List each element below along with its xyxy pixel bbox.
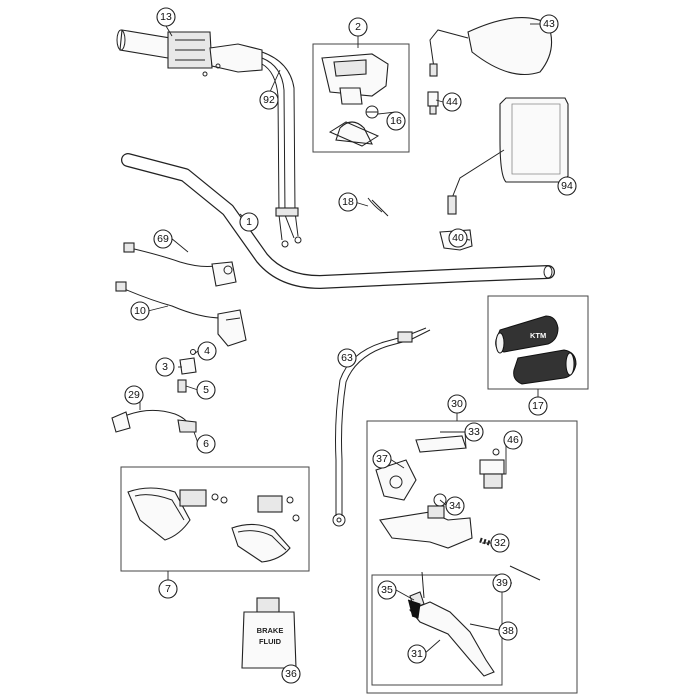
callout-39: 39 (492, 573, 512, 593)
svg-text:63: 63 (341, 352, 353, 364)
callout-4: 4 (197, 341, 217, 361)
svg-text:1: 1 (246, 216, 252, 228)
svg-text:29: 29 (128, 389, 140, 401)
svg-text:43: 43 (543, 18, 555, 30)
callout-30: 30 (447, 394, 467, 414)
callout-32: 32 (490, 533, 510, 553)
bottle-label-line1: BRAKE (257, 626, 284, 635)
svg-text:4: 4 (204, 345, 210, 357)
callout-31: 31 (407, 644, 427, 664)
callout-7: 7 (158, 579, 178, 599)
svg-text:92: 92 (263, 94, 275, 106)
brake-line (332, 327, 431, 527)
svg-text:18: 18 (342, 196, 354, 208)
cable-29 (111, 409, 197, 433)
svg-text:10: 10 (134, 305, 146, 317)
callout-1: 1 (239, 212, 259, 232)
mirror-left (427, 17, 553, 115)
callout-16: 16 (386, 111, 406, 131)
callout-5: 5 (196, 380, 216, 400)
grip-logo-text: KTM (530, 331, 546, 340)
svg-text:6: 6 (203, 438, 209, 450)
callout-35: 35 (377, 580, 397, 600)
callout-3: 3 (155, 357, 175, 377)
callout-44: 44 (442, 92, 462, 112)
brake-fluid-bottle: BRAKE FLUID (241, 597, 297, 669)
svg-text:39: 39 (496, 577, 508, 589)
brake-master-group-box (366, 420, 578, 694)
callout-38: 38 (498, 621, 518, 641)
svg-text:16: 16 (390, 115, 402, 127)
svg-text:37: 37 (376, 453, 388, 465)
svg-text:31: 31 (411, 648, 423, 660)
callout-63: 63 (337, 348, 357, 368)
svg-text:2: 2 (355, 21, 361, 33)
handlebar (121, 153, 555, 289)
callout-6: 6 (196, 434, 216, 454)
callout-2: 2 (348, 17, 368, 37)
callout-29: 29 (124, 385, 144, 405)
callout-92: 92 (259, 90, 279, 110)
callout-40: 40 (448, 228, 468, 248)
callout-34: 34 (445, 496, 465, 516)
callout-17: 17 (528, 396, 548, 416)
handguard-group-box (120, 466, 310, 572)
svg-text:44: 44 (446, 96, 458, 108)
mirror-right (447, 97, 569, 215)
hand-guard-right (231, 495, 300, 563)
brake-lever (407, 571, 495, 677)
svg-text:3: 3 (162, 361, 168, 373)
grips-pair: KTM (495, 315, 577, 385)
svg-text:35: 35 (381, 584, 393, 596)
callout-18: 18 (338, 192, 358, 212)
switch-wiring-10 (115, 281, 247, 347)
svg-text:94: 94 (561, 180, 573, 192)
svg-text:5: 5 (203, 384, 209, 396)
svg-text:34: 34 (449, 500, 461, 512)
bottle-label-line2: FLUID (259, 637, 282, 646)
svg-text:46: 46 (507, 434, 519, 446)
switch-wiring-69 (123, 242, 237, 287)
callout-13: 13 (156, 7, 176, 27)
callout-37: 37 (372, 449, 392, 469)
svg-text:33: 33 (468, 426, 480, 438)
svg-text:38: 38 (502, 625, 514, 637)
switch-unit (321, 53, 389, 147)
master-cylinder (375, 435, 541, 581)
small-bracket-parts (177, 349, 197, 393)
throttle-assembly (116, 29, 263, 77)
callout-10: 10 (130, 301, 150, 321)
callout-69: 69 (153, 229, 173, 249)
svg-text:40: 40 (452, 232, 464, 244)
svg-text:36: 36 (285, 668, 297, 680)
callout-46: 46 (503, 430, 523, 450)
hand-guard-left (127, 487, 228, 541)
svg-text:69: 69 (157, 233, 169, 245)
callout-43: 43 (539, 14, 559, 34)
callout-94: 94 (557, 176, 577, 196)
clip-18 (367, 197, 389, 217)
callout-36: 36 (281, 664, 301, 684)
svg-text:32: 32 (494, 537, 506, 549)
throttle-cables (261, 51, 302, 248)
svg-text:30: 30 (451, 398, 463, 410)
svg-text:7: 7 (165, 583, 171, 595)
svg-text:13: 13 (160, 11, 172, 23)
callout-33: 33 (464, 422, 484, 442)
svg-text:17: 17 (532, 400, 544, 412)
switch-group-box (312, 43, 410, 153)
